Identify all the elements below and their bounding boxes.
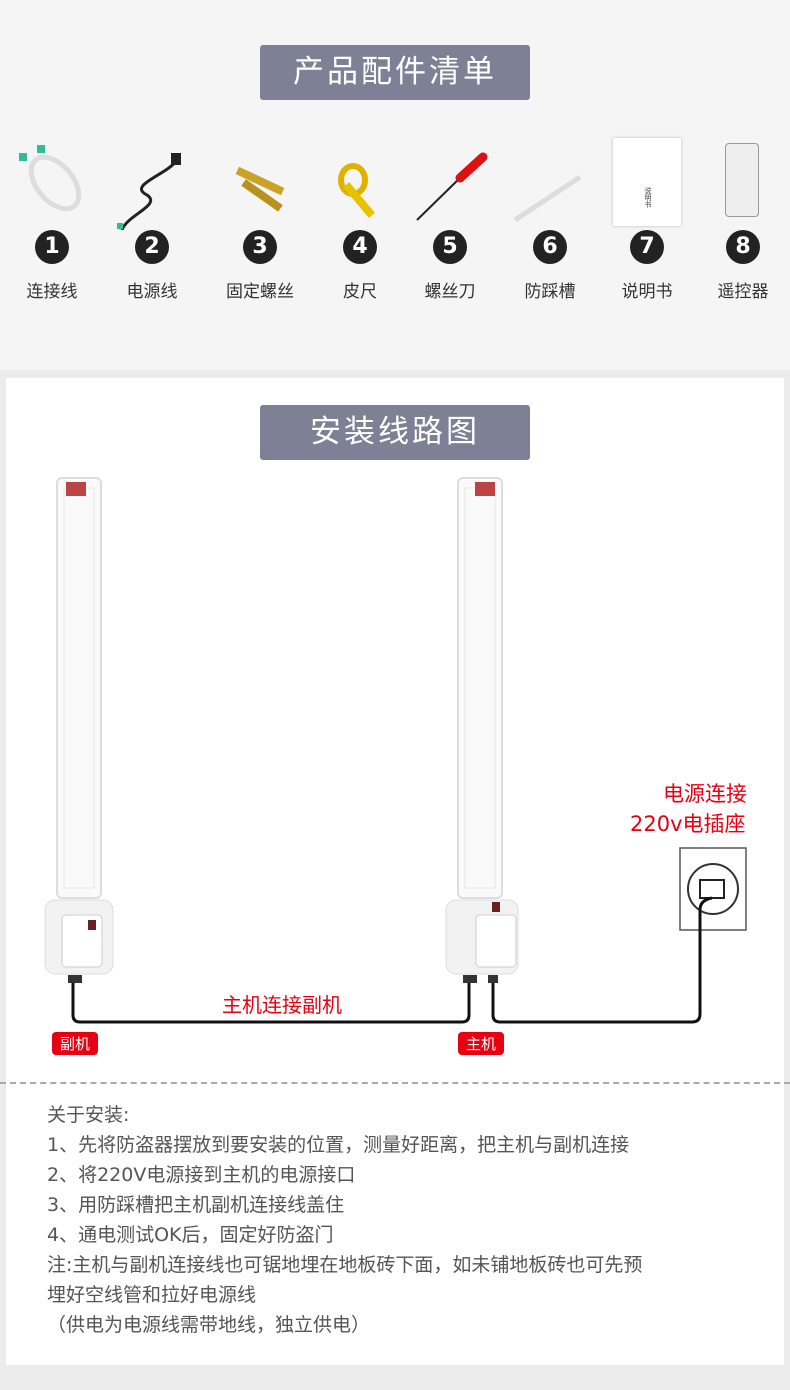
accessories-title: 产品配件清单 bbox=[260, 45, 530, 100]
manual-icon: 说明书 bbox=[613, 138, 681, 226]
master-tag: 主机 bbox=[458, 1032, 505, 1055]
link-cable bbox=[71, 983, 471, 1024]
power-cord-icon bbox=[117, 153, 181, 231]
item-number: 7 bbox=[630, 230, 664, 264]
tape-measure-icon bbox=[338, 163, 375, 218]
slave-tag: 副机 bbox=[52, 1032, 99, 1055]
divider bbox=[0, 1082, 790, 1084]
note-line: 注:主机与副机连接线也可锯地埋在地板砖下面，如未铺地板砖也可先预 bbox=[47, 1254, 643, 1276]
accessory-item: 6 防踩槽 bbox=[505, 135, 595, 302]
item-label: 连接线 bbox=[26, 282, 78, 302]
item-number: 8 bbox=[726, 230, 760, 264]
item-label: 皮尺 bbox=[343, 282, 377, 302]
note-line: 埋好空线管和拉好电源线 bbox=[47, 1284, 257, 1306]
item-label: 固定螺丝 bbox=[226, 282, 294, 302]
wiring-diagram bbox=[44, 477, 747, 1024]
item-label: 电源线 bbox=[126, 282, 178, 302]
item-label: 螺丝刀 bbox=[424, 282, 476, 302]
note-line: 2、将220V电源接到主机的电源接口 bbox=[47, 1164, 356, 1186]
cable-cover-icon bbox=[513, 174, 582, 223]
accessory-item: 说明书 7 说明书 bbox=[602, 135, 692, 302]
item-number: 1 bbox=[35, 230, 69, 264]
accessory-item: 2 电源线 bbox=[107, 135, 197, 302]
wiring-title: 安装线路图 bbox=[260, 405, 530, 460]
accessory-item: 8 遥控器 bbox=[698, 135, 788, 302]
item-number: 3 bbox=[243, 230, 277, 264]
accessories-section: 产品配件清单 1 连接线 2 电源线 3 固定螺丝 4 皮尺 5 螺丝刀 6 防踩槽 说明书… bbox=[0, 0, 790, 370]
slave-gate-icon bbox=[44, 477, 114, 983]
install-notes: 关于安装: 1、先将防盗器摆放到要安装的位置，测量好距离，把主机与副机连接 2、… bbox=[47, 1100, 642, 1340]
remote-control-icon bbox=[725, 143, 759, 217]
master-gate-icon bbox=[445, 477, 519, 983]
item-label: 防踩槽 bbox=[524, 282, 576, 302]
item-number: 4 bbox=[343, 230, 377, 264]
note-line: 3、用防踩槽把主机副机连接线盖住 bbox=[47, 1194, 345, 1216]
item-number: 5 bbox=[433, 230, 467, 264]
note-line: 4、通电测试OK后，固定好防盗门 bbox=[47, 1224, 334, 1246]
note-line: 1、先将防盗器摆放到要安装的位置，测量好距离，把主机与副机连接 bbox=[47, 1134, 630, 1156]
item-label: 说明书 bbox=[621, 282, 673, 302]
link-label: 主机连接副机 bbox=[222, 993, 342, 1017]
power-cable bbox=[491, 896, 713, 1024]
accessory-item: 5 螺丝刀 bbox=[405, 135, 495, 302]
wiring-section bbox=[6, 378, 784, 1365]
screwdriver-icon bbox=[416, 152, 488, 221]
note-line: （供电为电源线需带地线，独立供电） bbox=[47, 1314, 371, 1336]
accessory-item: 4 皮尺 bbox=[315, 135, 405, 302]
power-label: 电源连接 bbox=[663, 782, 747, 806]
cable-icon bbox=[19, 145, 82, 212]
item-number: 6 bbox=[533, 230, 567, 264]
item-label: 遥控器 bbox=[717, 282, 769, 302]
screw-icon bbox=[235, 166, 285, 212]
accessory-item: 1 连接线 bbox=[7, 135, 97, 302]
power-socket-icon bbox=[679, 847, 747, 931]
notes-heading: 关于安装: bbox=[47, 1104, 130, 1126]
item-number: 2 bbox=[135, 230, 169, 264]
accessory-item: 3 固定螺丝 bbox=[215, 135, 305, 302]
socket-label: 220v电插座 bbox=[630, 812, 746, 836]
